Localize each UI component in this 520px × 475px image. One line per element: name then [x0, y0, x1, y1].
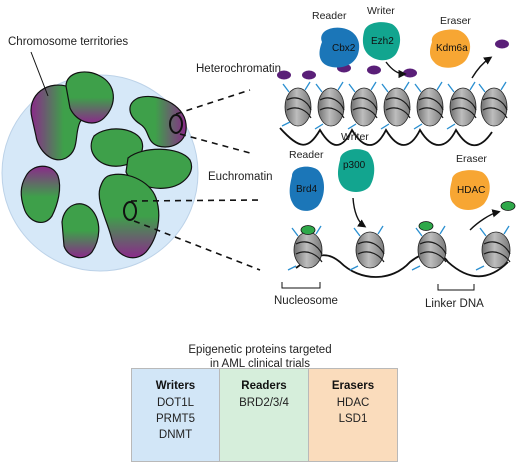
heterochromatin-fiber [277, 39, 509, 147]
euchromatin-nucleosomes [293, 231, 511, 269]
protein-label-cbx2: Cbx2 [332, 43, 356, 54]
territory-pointer-line [30, 51, 49, 97]
ezh2-protein [362, 22, 401, 61]
protein-label-p300: p300 [343, 160, 366, 171]
ezh2-arrow [385, 61, 407, 79]
reader-label-heterochromatin: Reader [312, 10, 347, 22]
label-heterochromatin: Heterochromatin [196, 63, 281, 75]
territory [129, 95, 187, 148]
nucleosome-row [284, 87, 508, 127]
table-item: BRD2/3/4 [239, 397, 289, 409]
table-item: HDAC [336, 397, 370, 409]
heterochromatin-highlight [169, 114, 183, 134]
p300-arrow [352, 197, 367, 228]
nucleosome-bracket [281, 282, 321, 289]
protein-label-kdm6a: Kdm6a [436, 43, 468, 54]
writer-label-heterochromatin: Writer [367, 5, 395, 17]
acetyl-marks [300, 201, 516, 235]
histone-tails [281, 81, 507, 130]
p300-protein [338, 149, 375, 192]
label-linker-dna: Linker DNA [425, 298, 484, 310]
brd4-protein [289, 166, 324, 211]
label-euchromatin: Euchromatin [208, 171, 273, 183]
zoom-lines [130, 89, 261, 271]
epigenetic-proteins-table: Writers DOT1L PRMT5 DNMT Readers BRD2/3/… [131, 368, 398, 464]
table-item: DNMT [158, 429, 193, 441]
protein-label-hdac: HDAC [457, 185, 485, 196]
nucleus [1, 71, 199, 272]
eraser-label-euchromatin: Eraser [456, 153, 487, 165]
euchromatin-highlight [123, 201, 137, 221]
hdac-protein [450, 170, 490, 210]
protein-label-brd4: Brd4 [296, 184, 318, 195]
column-header: Writers [155, 380, 196, 392]
table-item: LSD1 [338, 413, 368, 425]
hdac-arrow [469, 209, 501, 231]
reader-label-euchromatin: Reader [289, 149, 324, 161]
caption-line-1: Epigenetic proteins targeted [188, 344, 332, 356]
readers-column: Readers BRD2/3/4 [220, 368, 309, 462]
territory [20, 165, 61, 224]
kdm6a-protein [430, 29, 471, 68]
label-nucleosome: Nucleosome [274, 295, 338, 307]
label-chromosome-territories: Chromosome territories [8, 36, 128, 48]
writers-column: Writers DOT1L PRMT5 DNMT [131, 368, 220, 462]
caption-line-2: in AML clinical trials [210, 358, 310, 370]
cbx2-protein [319, 27, 360, 68]
table-item: PRMT5 [156, 413, 195, 425]
column-header: Erasers [331, 380, 375, 392]
territory [61, 203, 100, 259]
table-item: DOT1L [156, 397, 195, 409]
territory [98, 173, 160, 259]
table-caption: Epigenetic proteins targeted in AML clin… [140, 343, 380, 371]
writer-label-euchromatin: Writer [341, 131, 369, 143]
territory [65, 71, 114, 124]
column-header: Readers [241, 380, 287, 392]
euchromatin-fiber [287, 201, 516, 278]
eraser-label-heterochromatin: Eraser [440, 15, 471, 27]
kdm6a-arrow [471, 56, 493, 79]
protein-label-ezh2: Ezh2 [371, 36, 394, 47]
erasers-column: Erasers HDAC LSD1 [309, 368, 398, 462]
linker-dna-bracket [437, 284, 475, 291]
